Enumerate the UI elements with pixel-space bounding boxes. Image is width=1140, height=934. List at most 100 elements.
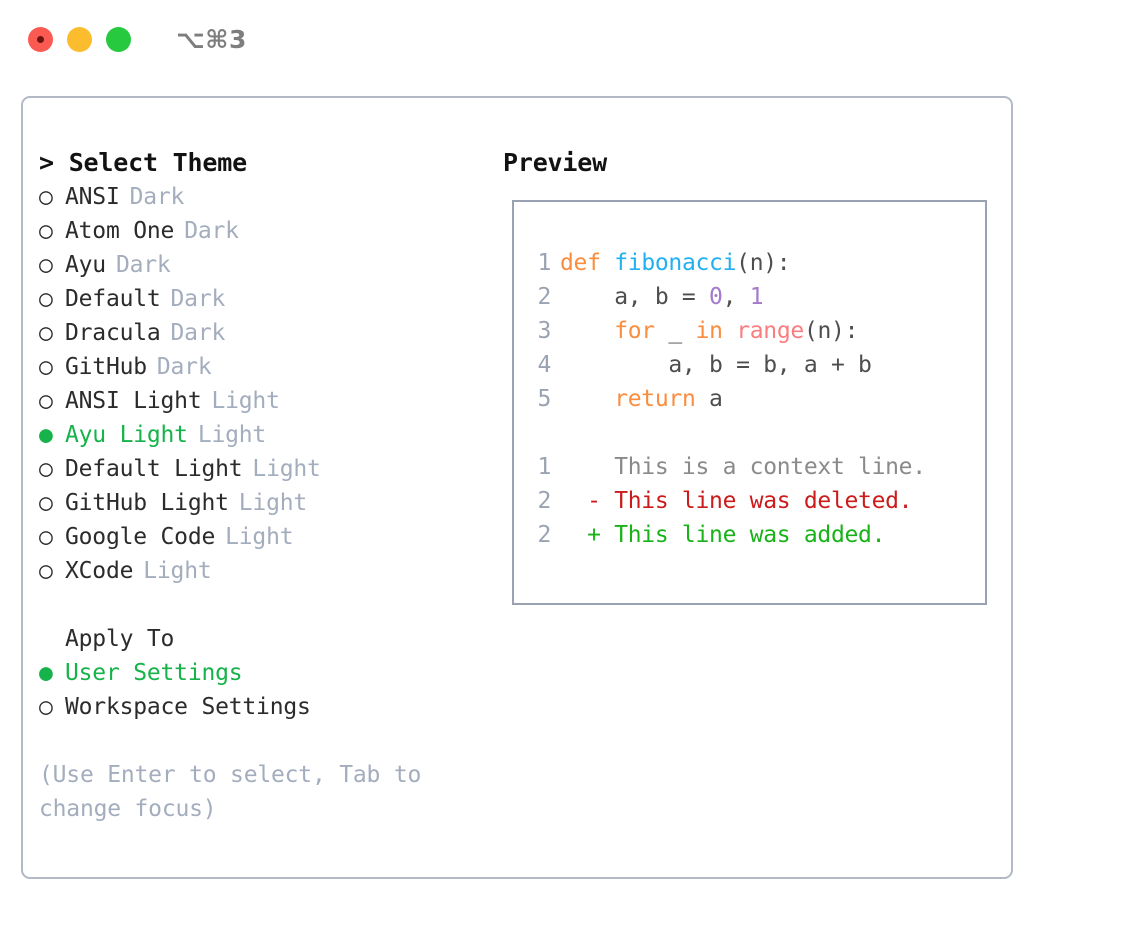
code-token: _ [654,318,696,344]
diff-sample: 1 This is a context line.2 - This line w… [514,450,985,552]
code-token: fibonacci [614,250,737,276]
theme-option-label: ANSI Light [65,388,202,414]
radio-unselected-icon[interactable]: ○ [39,456,53,482]
diff-line-text: - This line was deleted. [560,488,913,514]
code-token: range [736,318,804,344]
code-line: 3 for _ in range(n): [514,314,985,348]
theme-option-label: GitHub Light [65,490,229,516]
code-line-text: def fibonacci(n): [560,246,791,280]
theme-option-label: Default Light [65,456,243,482]
traffic-light-group [28,26,131,52]
radio-unselected-icon[interactable]: ○ [39,286,53,312]
apply-to-option-label: Workspace Settings [65,694,311,720]
code-token [560,318,614,344]
theme-option-ayu-light[interactable]: ● Ayu Light Light [39,418,493,452]
theme-variant-badge: Light [143,558,212,584]
apply-to-option-workspace-settings[interactable]: ○ Workspace Settings [39,690,493,724]
theme-variant-badge: Dark [184,218,239,244]
theme-option-ayu[interactable]: ○ Ayu Dark [39,248,493,282]
theme-option-label: Ayu [65,252,106,278]
theme-option-label: Default [65,286,161,312]
window-title: ⌥⌘3 [176,24,247,54]
code-token: a [695,386,723,412]
radio-unselected-icon[interactable]: ○ [39,524,53,550]
diff-line-number: 2 [537,488,551,514]
code-token [560,386,614,412]
theme-variant-badge: Light [225,524,294,550]
radio-unselected-icon[interactable]: ○ [39,184,53,210]
radio-unselected-icon[interactable]: ○ [39,388,53,414]
code-line-text: a, b = b, a + b [560,348,872,382]
apply-to-option-list[interactable]: ● User Settings ○ Workspace Settings [39,656,493,724]
theme-option-google-code[interactable]: ○ Google Code Light [39,520,493,554]
radio-selected-icon[interactable]: ● [39,660,53,686]
code-token [723,318,737,344]
select-theme-heading: > Select Theme [39,148,247,177]
radio-unselected-icon[interactable]: ○ [39,694,53,720]
close-window-icon[interactable] [28,26,53,52]
diff-line-number: 1 [537,454,551,480]
code-line: 5 return a [514,382,985,416]
code-line-number: 4 [537,352,551,378]
diff-line-del: 2 - This line was deleted. [514,484,985,518]
code-token: a, b = b, a + b [560,352,872,378]
theme-variant-badge: Light [252,456,321,482]
minimize-window-icon[interactable] [67,26,92,52]
radio-unselected-icon[interactable]: ○ [39,490,53,516]
code-line-text: return a [560,382,723,416]
diff-line-number: 2 [537,522,551,548]
maximize-window-icon[interactable] [106,26,131,52]
theme-option-label: Ayu Light [65,422,188,448]
code-token: in [695,318,723,344]
preview-heading: Preview [503,148,607,177]
theme-option-ansi[interactable]: ○ ANSI Dark [39,180,493,214]
theme-variant-badge: Dark [115,252,171,278]
radio-unselected-icon[interactable]: ○ [39,218,53,244]
radio-unselected-icon[interactable]: ○ [39,354,53,380]
theme-variant-badge: Dark [129,184,185,210]
theme-option-default-light[interactable]: ○ Default Light Light [39,452,493,486]
code-line-text: for _ in range(n): [560,314,858,348]
theme-option-label: ANSI [65,184,120,210]
apply-to-option-user-settings[interactable]: ● User Settings [39,656,493,690]
theme-option-ansi-light[interactable]: ○ ANSI Light Light [39,384,493,418]
code-token: return [614,386,696,412]
code-line-number: 5 [537,386,551,412]
title-bar: ⌥⌘3 [0,0,1140,78]
radio-unselected-icon[interactable]: ○ [39,252,53,278]
code-line: 1 def fibonacci(n): [514,246,985,280]
code-line-number: 1 [537,250,551,276]
code-token [601,250,615,276]
apply-to-heading: Apply To [65,626,175,652]
theme-option-atom-one[interactable]: ○ Atom One Dark [39,214,493,248]
radio-unselected-icon[interactable]: ○ [39,558,53,584]
theme-variant-badge: Dark [170,320,226,346]
code-token: (n): [803,318,859,344]
radio-unselected-icon[interactable]: ○ [39,320,53,346]
spacer [514,416,985,450]
code-token: a, b = [560,284,710,310]
theme-variant-badge: Light [211,388,280,414]
diff-line-text: + This line was added. [560,522,886,548]
theme-variant-badge: Light [197,422,267,448]
code-line: 4 a, b = b, a + b [514,348,985,382]
code-line-number: 3 [537,318,551,344]
theme-option-label: Atom One [65,218,175,244]
code-token: (n): [736,250,791,276]
keyboard-hint: (Use Enter to select, Tab to change focu… [39,762,422,822]
theme-option-label: Google Code [65,524,216,550]
theme-option-label: GitHub [65,354,147,380]
radio-selected-icon[interactable]: ● [39,422,53,448]
apply-to-option-label: User Settings [65,660,243,686]
spacer [39,588,493,622]
